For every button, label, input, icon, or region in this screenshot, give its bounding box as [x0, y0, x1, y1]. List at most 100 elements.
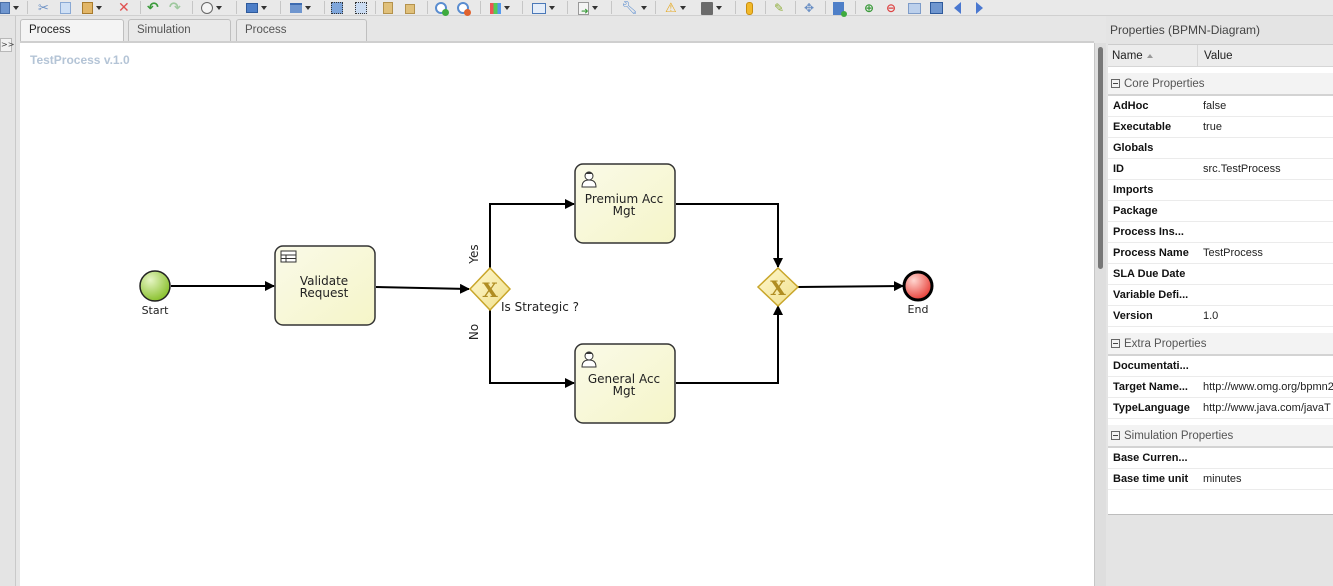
flow-yes-label: Yes: [467, 244, 481, 264]
column-header-value[interactable]: Value: [1204, 50, 1233, 62]
new-document-button[interactable]: [833, 0, 847, 17]
gateway-is-strategic[interactable]: X: [468, 266, 512, 312]
property-row[interactable]: SLA Due Date: [1108, 264, 1333, 285]
zoom-in-button[interactable]: ⊕: [864, 0, 874, 16]
save-button[interactable]: [0, 0, 19, 16]
end-event-label: End: [908, 303, 929, 316]
tab-divider: [20, 41, 1094, 43]
previous-icon: [954, 2, 961, 14]
flow-no-label: No: [467, 324, 481, 340]
export-button[interactable]: ➜: [578, 0, 598, 16]
task-validate-request[interactable]: Validate Request: [274, 245, 376, 326]
flow-validate-gateway[interactable]: [375, 283, 470, 294]
tab-process-documentation[interactable]: Process Documentation: [236, 19, 367, 56]
delete-button[interactable]: ✕: [118, 0, 130, 16]
zoom-out-button[interactable]: ⊖: [886, 0, 896, 16]
scrollbar-thumb[interactable]: [1098, 47, 1103, 269]
shape-menu-icon: [532, 2, 546, 14]
undo-button[interactable]: ↶: [147, 0, 159, 16]
flow-no[interactable]: [489, 309, 575, 388]
property-row[interactable]: Imports: [1108, 180, 1333, 201]
flow-join-end[interactable]: [797, 281, 904, 292]
end-event[interactable]: [902, 270, 934, 302]
validate-button[interactable]: ⚠: [665, 0, 686, 16]
diagram-canvas[interactable]: TestProcess v.1.0: [20, 43, 1094, 586]
delete-icon: ✕: [118, 0, 130, 16]
align-button[interactable]: [290, 0, 311, 16]
task-general-acc-mgt[interactable]: General Acc Mgt: [574, 343, 676, 424]
new-document-icon: [833, 1, 847, 17]
task-validate-request-line2: Request: [300, 286, 349, 300]
gateway-join[interactable]: X: [756, 266, 800, 308]
unlock-button[interactable]: [405, 0, 415, 16]
property-row[interactable]: Package: [1108, 201, 1333, 222]
history-button[interactable]: [201, 0, 222, 16]
lock-icon: [383, 2, 393, 14]
property-row[interactable]: Variable Defi...: [1108, 285, 1333, 306]
next-button[interactable]: [976, 0, 983, 16]
database-button[interactable]: [746, 0, 753, 16]
collapse-icon: [1111, 79, 1120, 88]
copy-icon: [60, 2, 71, 14]
tab-simulation-results[interactable]: Simulation Results: [128, 19, 231, 56]
unlock-icon: [405, 4, 415, 14]
property-row[interactable]: Globals: [1108, 138, 1333, 159]
task-premium-acc-mgt-line1: Premium Acc: [585, 192, 663, 206]
group-simulation-properties[interactable]: Simulation Properties: [1108, 425, 1333, 448]
user-task-icon: [581, 351, 597, 368]
task-premium-acc-mgt-line2: Mgt: [613, 204, 636, 218]
zoom-100-button[interactable]: [908, 0, 921, 16]
property-row[interactable]: Process Ins...: [1108, 222, 1333, 243]
color-theme-button[interactable]: [490, 0, 510, 16]
group-extra-properties[interactable]: Extra Properties: [1108, 333, 1333, 356]
cut-button[interactable]: ✂: [38, 0, 49, 16]
column-header-name[interactable]: Name: [1108, 45, 1198, 66]
process-info-button[interactable]: [701, 0, 722, 16]
tools-button[interactable]: 🔧︎: [621, 0, 647, 16]
property-row[interactable]: Documentati...: [1108, 356, 1333, 377]
paste-button[interactable]: [82, 0, 102, 16]
tab-process-modelling[interactable]: Process Modelling: [20, 19, 124, 56]
fit-window-button[interactable]: [930, 0, 943, 16]
add-docker-icon: [435, 2, 449, 16]
shape-menu-button[interactable]: [532, 0, 555, 16]
shape-color-button[interactable]: [246, 0, 267, 16]
flow-general-join[interactable]: [676, 305, 783, 384]
redo-icon: ↷: [169, 0, 181, 16]
start-event[interactable]: [139, 270, 171, 302]
edit-pencil-icon: ✎: [774, 1, 785, 15]
copy-button[interactable]: [60, 0, 71, 16]
next-icon: [976, 2, 983, 14]
group-core-properties[interactable]: Core Properties: [1108, 73, 1333, 96]
redo-button[interactable]: ↷: [169, 0, 181, 16]
move-button[interactable]: ✥: [804, 0, 814, 16]
remove-docker-button[interactable]: [457, 0, 471, 16]
business-rule-icon: [280, 250, 297, 263]
property-row[interactable]: Base Curren...: [1108, 448, 1333, 469]
expand-panel-button[interactable]: >>: [0, 38, 14, 52]
properties-title: Properties (BPMN-Diagram): [1110, 23, 1261, 37]
task-premium-acc-mgt[interactable]: Premium Acc Mgt: [574, 163, 676, 244]
previous-button[interactable]: [954, 0, 961, 16]
process-info-icon: [701, 1, 713, 15]
flow-yes[interactable]: [489, 199, 575, 269]
property-row[interactable]: Target Name...http://www.omg.org/bpmn2: [1108, 377, 1333, 398]
lock-button[interactable]: [383, 0, 393, 16]
export-icon: ➜: [578, 1, 589, 16]
save-icon: [0, 2, 10, 14]
process-title: TestProcess v.1.0: [30, 53, 130, 67]
group-button[interactable]: [331, 0, 343, 16]
canvas-vertical-scrollbar[interactable]: [1094, 43, 1106, 586]
ungroup-button[interactable]: [355, 0, 367, 16]
paste-icon: [82, 2, 93, 14]
edit-pencil-button[interactable]: ✎: [774, 0, 784, 16]
flow-premium-join[interactable]: [676, 203, 783, 268]
add-docker-button[interactable]: [435, 0, 449, 16]
